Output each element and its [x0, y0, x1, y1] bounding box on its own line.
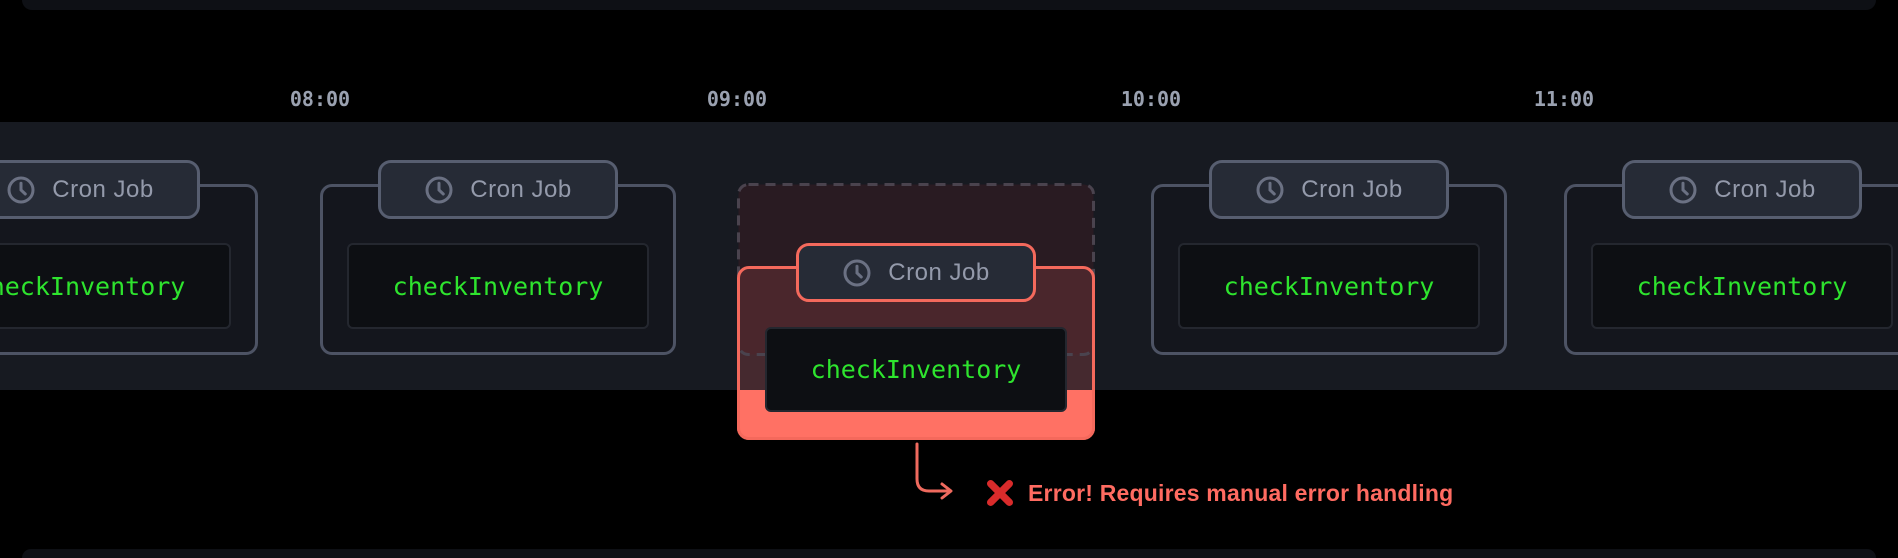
clock-icon	[843, 258, 871, 287]
function-name-label: checkInventory	[1223, 271, 1435, 301]
cron-job-card-0700[interactable]: Cron Job checkInventory	[0, 160, 258, 355]
error-connector-arrow	[915, 442, 953, 500]
cron-job-badge: Cron Job	[1209, 160, 1449, 219]
error-cross-icon	[987, 480, 1013, 506]
function-name-label: checkInventory	[810, 355, 1022, 384]
clock-icon	[1256, 175, 1284, 204]
code-box: checkInventory	[1591, 243, 1893, 329]
cron-job-badge-error: Cron Job	[796, 243, 1036, 302]
function-name-label: checkInventory	[0, 271, 186, 301]
cron-job-card-1100[interactable]: Cron Job checkInventory	[1564, 160, 1898, 355]
badge-label: Cron Job	[470, 175, 572, 203]
previous-row-edge	[22, 0, 1876, 10]
clock-icon	[1669, 175, 1697, 204]
cron-job-badge: Cron Job	[0, 160, 200, 219]
clock-icon	[7, 175, 35, 204]
next-row-edge	[22, 549, 1876, 558]
time-label-1100: 11:00	[1533, 87, 1595, 111]
error-message: Error! Requires manual error handling	[1028, 479, 1454, 506]
clock-icon	[425, 175, 453, 204]
badge-label: Cron Job	[1301, 175, 1403, 203]
badge-label: Cron Job	[52, 175, 154, 203]
badge-label: Cron Job	[1714, 175, 1816, 203]
badge-label: Cron Job	[888, 258, 990, 286]
time-label-0800: 08:00	[289, 87, 351, 111]
code-box: checkInventory	[347, 243, 649, 329]
cron-job-badge: Cron Job	[378, 160, 618, 219]
function-name-label: checkInventory	[392, 271, 604, 301]
code-box: checkInventory	[1178, 243, 1480, 329]
error-annotation: Error! Requires manual error handling	[984, 474, 1453, 512]
code-box: checkInventory	[0, 243, 231, 329]
function-name-label: checkInventory	[1636, 271, 1848, 301]
time-label-1000: 10:00	[1120, 87, 1182, 111]
time-label-0900: 09:00	[706, 87, 768, 111]
cron-job-card-1000[interactable]: Cron Job checkInventory	[1151, 160, 1507, 355]
code-box: checkInventory	[765, 327, 1067, 412]
cron-job-card-0800[interactable]: Cron Job checkInventory	[320, 160, 676, 355]
cron-job-badge: Cron Job	[1622, 160, 1862, 219]
cron-job-card-0900-error[interactable]: Cron Job checkInventory	[737, 243, 1095, 440]
